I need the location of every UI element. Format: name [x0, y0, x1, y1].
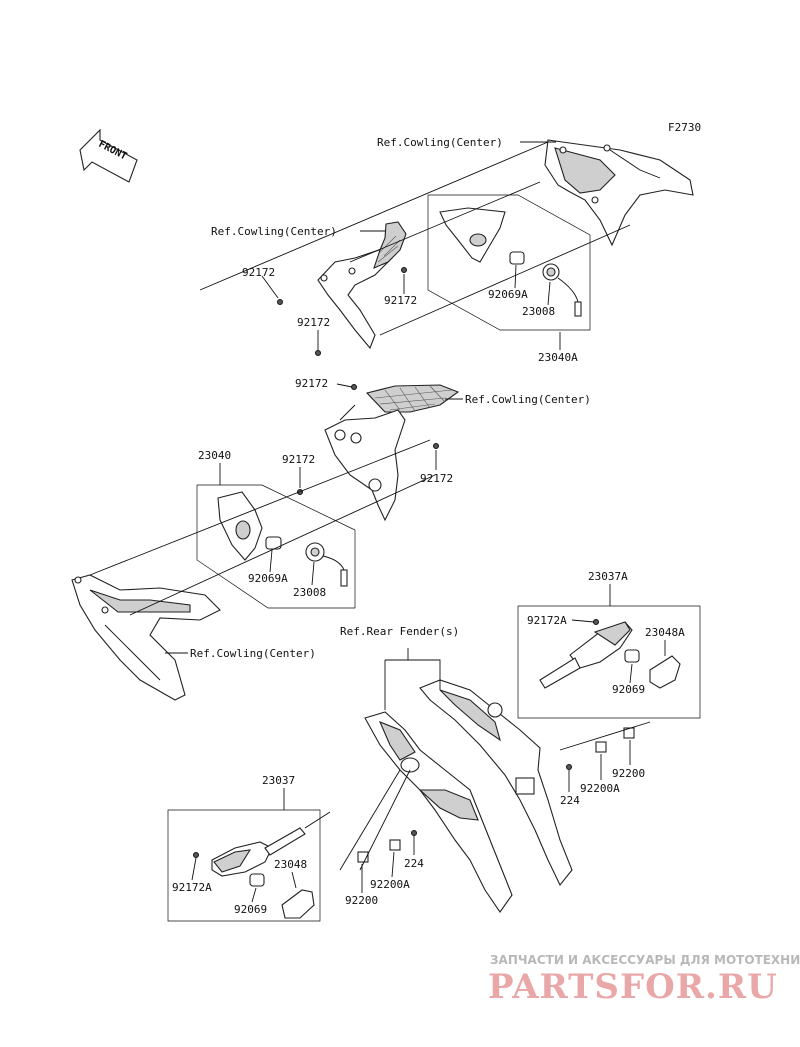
- label-92200-a: 92200: [612, 767, 645, 780]
- label-ref-cowling-center-2: Ref.Cowling(Center): [211, 225, 337, 238]
- label-23037: 23037: [262, 774, 295, 787]
- label-92172A-a: 92172A: [527, 614, 567, 627]
- screws-top: [277, 267, 407, 356]
- label-92069-b: 92069: [234, 903, 267, 916]
- lens-23048A: [649, 655, 681, 689]
- label-92069-a: 92069: [612, 683, 645, 696]
- label-92172-b: 92172: [297, 316, 330, 329]
- label-92200A-a: 92200A: [580, 782, 620, 795]
- bracket-middle: [324, 409, 406, 522]
- label-ref-cowling-center-1: Ref.Cowling(Center): [377, 136, 503, 149]
- label-92172-c: 92172: [384, 294, 417, 307]
- label-ref-cowling-center-3: Ref.Cowling(Center): [465, 393, 591, 406]
- socket-23008-top: [542, 263, 582, 317]
- clip-92200A-left: [389, 839, 401, 851]
- label-224-b: 224: [404, 857, 424, 870]
- bulb-92069A-top: [509, 251, 525, 265]
- label-23008-b: 23008: [293, 586, 326, 599]
- label-92200-b: 92200: [345, 894, 378, 907]
- label-92172-a: 92172: [242, 266, 275, 279]
- label-23008-a: 23008: [522, 305, 555, 318]
- bulb-92069-left: [249, 873, 265, 887]
- bracket-left-top: [317, 247, 393, 350]
- label-92069A-b: 92069A: [248, 572, 288, 585]
- bulb-92069-right: [624, 649, 640, 663]
- watermark-brand: PARTSFOR.RU: [488, 967, 778, 1007]
- turn-signal-23037: [167, 769, 417, 922]
- label-23048: 23048: [274, 858, 307, 871]
- label-ref-rear-fender: Ref.Rear Fender(s): [340, 625, 459, 638]
- middle-assembly: [71, 384, 460, 701]
- label-23048A: 23048A: [645, 626, 685, 639]
- label-ref-cowling-center-4: Ref.Cowling(Center): [190, 647, 316, 660]
- turn-signal-23037A: [517, 605, 701, 770]
- clip-92200-left: [357, 851, 369, 863]
- label-92200A-b: 92200A: [370, 878, 410, 891]
- watermark: ЗАПЧАСТИ И АКСЕССУАРЫ ДЛЯ МОТОТЕХНИКИ PA…: [488, 953, 800, 1007]
- cowling-center-top-inner: [554, 147, 616, 194]
- label-92069A-a: 92069A: [488, 288, 528, 301]
- clip-92200A-right: [595, 741, 607, 753]
- label-23040: 23040: [198, 449, 231, 462]
- rear-fender-assembly: [364, 648, 573, 913]
- label-92172-f: 92172: [420, 472, 453, 485]
- watermark-tagline: ЗАПЧАСТИ И АКСЕССУАРЫ ДЛЯ МОТОТЕХНИКИ: [490, 953, 800, 967]
- top-assembly: [199, 139, 694, 356]
- figure-code: F2730: [668, 121, 701, 134]
- label-92172-d: 92172: [295, 377, 328, 390]
- lens-23048: [281, 889, 315, 919]
- label-92172-e: 92172: [282, 453, 315, 466]
- label-224-a: 224: [560, 794, 580, 807]
- label-23040A: 23040A: [538, 351, 578, 364]
- label-23037A: 23037A: [588, 570, 628, 583]
- clip-92200-right: [623, 727, 635, 739]
- screws-middle: [297, 384, 439, 495]
- label-92172A-b: 92172A: [172, 881, 212, 894]
- lens-piece-middle: [365, 384, 460, 413]
- socket-23008-middle: [305, 542, 348, 587]
- front-arrow-icon: FRONT: [79, 128, 138, 183]
